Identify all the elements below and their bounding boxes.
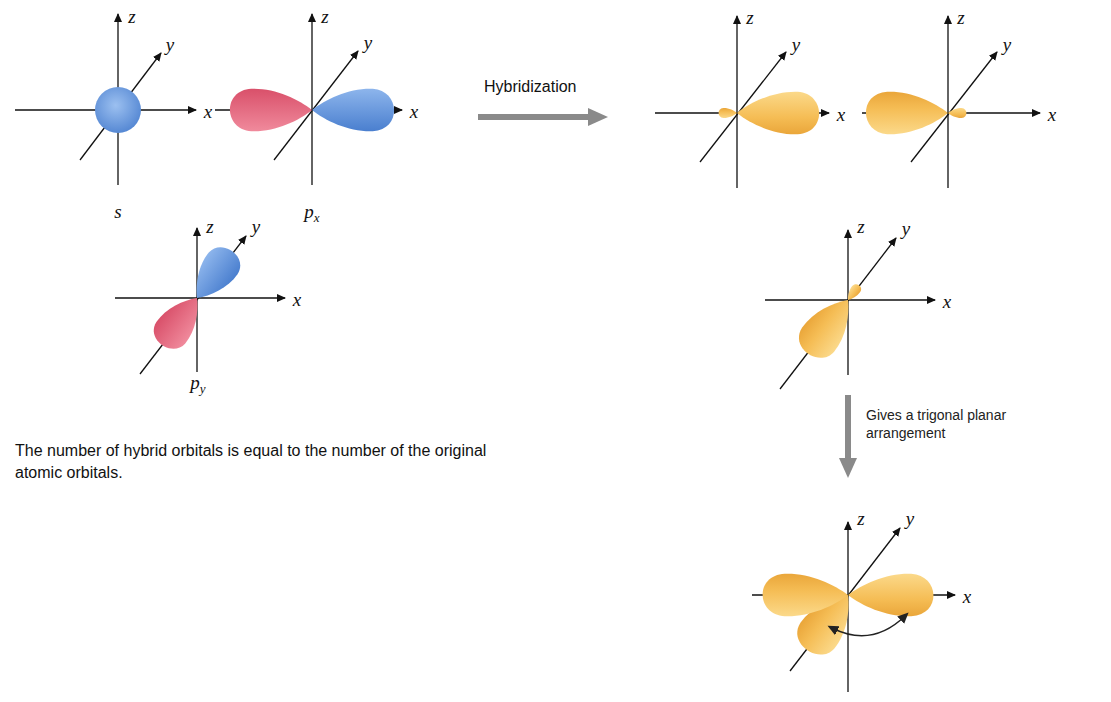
axis-label: z [957,8,964,27]
axis-label: z [321,7,328,26]
orbital-name: s [114,202,121,221]
axis-label: x [1048,105,1056,124]
axis-label: x [963,587,971,606]
axis-label: x [410,102,418,121]
axis-label: y [1003,35,1011,54]
axis-label: x [837,105,845,124]
note-text: The number of hybrid orbitals is equal t… [15,440,520,483]
axis-label: y [252,217,260,236]
axis-label: x [943,292,951,311]
process-label: Gives a trigonal planar arrangement [866,406,1016,442]
axis-label: y [166,35,174,54]
axis-label: y [792,35,800,54]
axis-label: x [293,290,301,309]
axis-label: y [902,219,910,238]
axis-label: z [857,217,864,236]
axis-label: y [906,509,914,528]
axis-label: x [204,102,212,121]
process-label: Hybridization [484,76,624,98]
axis-label: z [857,509,864,528]
axis-label: z [746,8,753,27]
orbital-name: py [190,373,205,395]
axis-label: z [206,217,213,236]
axis-label: z [128,7,135,26]
axis-label: y [364,33,372,52]
orbital-name: px [304,202,319,224]
